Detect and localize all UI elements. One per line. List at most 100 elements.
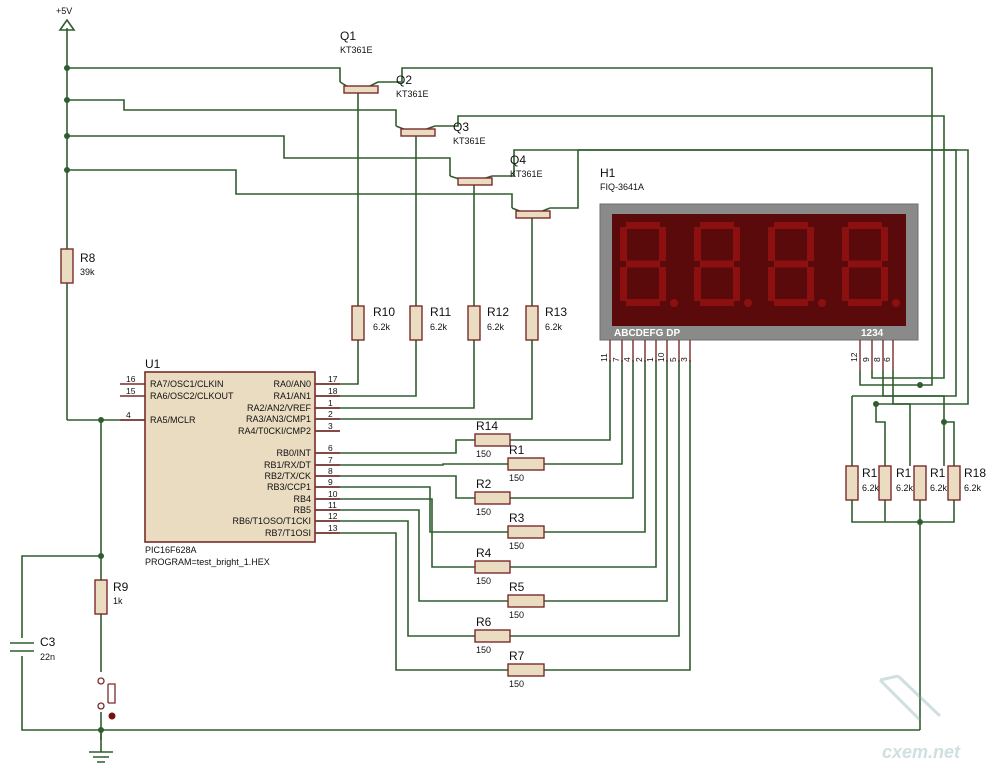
resistor-r17: R1 6.2k — [913, 465, 948, 501]
segment-d — [626, 299, 660, 306]
display-pin-number: 1 — [645, 357, 655, 362]
junctions — [64, 65, 947, 733]
display-pin-number: 12 — [849, 352, 859, 362]
svg-text:R10: R10 — [373, 305, 395, 319]
segment-f — [620, 227, 627, 261]
display-pin-number: 11 — [599, 353, 609, 362]
mcu-pin-name: RA5/MCLR — [150, 415, 196, 425]
mcu-pin-name: RA1/AN1 — [273, 391, 311, 401]
mcu-pin-name: RB3/CCP1 — [267, 482, 311, 492]
segment-g — [774, 260, 808, 268]
segment-e — [620, 267, 627, 301]
segment-dp — [892, 299, 900, 307]
mcu-ref: U1 — [145, 357, 161, 371]
svg-text:150: 150 — [476, 449, 491, 459]
watermark: cxem.net — [878, 674, 961, 762]
mcu-pin-name: RB6/T1OSO/T1CKI — [232, 516, 311, 526]
svg-text:R4: R4 — [476, 546, 492, 560]
svg-text:R8: R8 — [80, 251, 96, 265]
resistor-r15: R1 6.2k — [845, 465, 880, 501]
segment-labels: ABCDEFG DP — [614, 328, 680, 339]
segment-d — [848, 299, 882, 306]
svg-text:150: 150 — [509, 473, 524, 483]
mcu-pin-name: RA7/OSC1/CLKIN — [150, 379, 224, 389]
segment-d — [700, 299, 734, 306]
svg-text:150: 150 — [509, 541, 524, 551]
svg-text:6.2k: 6.2k — [862, 483, 880, 493]
segment-g — [700, 260, 734, 268]
mcu-pin-number: 6 — [328, 443, 333, 453]
mcu-pin-number: 9 — [328, 477, 333, 487]
segment-b — [733, 227, 740, 261]
mcu-pin-number: 13 — [328, 523, 338, 533]
resistor-r6: R6 150 — [474, 615, 511, 655]
display-pin-number: 6 — [882, 357, 892, 362]
transistor-q4: Q4 KT361E — [510, 153, 551, 219]
svg-text:150: 150 — [476, 645, 491, 655]
segment-a — [626, 222, 660, 229]
display-ref: H1 — [600, 166, 616, 180]
resistor-r13: R13 6.2k — [525, 305, 567, 341]
segment-dp — [818, 299, 826, 307]
resistor-r5: R5 150 — [507, 580, 545, 620]
power-symbol: +5V — [56, 6, 76, 31]
svg-text:6.2k: 6.2k — [964, 483, 982, 493]
segment-a — [700, 222, 734, 229]
resistor-r8: R8 39k — [60, 248, 96, 284]
svg-text:R5: R5 — [509, 580, 525, 594]
svg-text:C3: C3 — [40, 635, 56, 649]
svg-text:R1: R1 — [896, 466, 912, 480]
svg-text:6.2k: 6.2k — [930, 483, 948, 493]
mcu-pin-number: 2 — [328, 409, 333, 419]
mcu-pin-name: RB4 — [293, 494, 311, 504]
mcu-pin-number: 12 — [328, 511, 338, 521]
segment-a — [774, 222, 808, 229]
seven-segment-digit — [620, 222, 678, 307]
resistor-r7: R7 150 — [507, 649, 545, 689]
svg-text:150: 150 — [476, 576, 491, 586]
mcu-pin-name: RA4/T0CKI/CMP2 — [238, 426, 311, 436]
transistor-q2: Q2 KT361E — [395, 73, 436, 137]
display-pin-number: 2 — [634, 357, 644, 362]
q3-ref: Q3 — [453, 120, 469, 134]
display-pin-number: 3 — [679, 357, 689, 362]
reset-button — [95, 672, 116, 720]
q4-type: KT361E — [510, 169, 543, 179]
resistor-r11: R11 6.2k — [409, 305, 451, 341]
mcu-pin-name: RA2/AN2/VREF — [247, 403, 312, 413]
mcu-pin-name: RB5 — [293, 505, 311, 515]
svg-text:39k: 39k — [80, 267, 95, 277]
svg-text:R3: R3 — [509, 511, 525, 525]
svg-text:R6: R6 — [476, 615, 492, 629]
q2-type: KT361E — [396, 89, 429, 99]
mcu-pin-name: RB2/TX/CK — [264, 471, 311, 481]
segment-e — [768, 267, 775, 301]
segment-b — [659, 227, 666, 261]
resistor-r3: R3 150 — [507, 511, 545, 551]
display-pin-number: 5 — [668, 357, 678, 362]
svg-text:R2: R2 — [476, 477, 492, 491]
display-pin-number: 8 — [872, 357, 882, 362]
svg-text:R7: R7 — [509, 649, 525, 663]
segment-a — [848, 222, 882, 229]
transistor-q1: Q1 KT361E — [339, 29, 379, 94]
svg-text:6.2k: 6.2k — [487, 322, 505, 332]
seven-segment-digit — [768, 222, 826, 307]
ground-symbol — [89, 751, 113, 763]
mcu-pin-number: 11 — [328, 500, 337, 510]
svg-text:6.2k: 6.2k — [430, 322, 448, 332]
resistor-r9: R9 1k — [94, 579, 129, 615]
svg-text:6.2k: 6.2k — [896, 483, 914, 493]
segment-c — [733, 267, 740, 301]
mcu-pin-number: 10 — [328, 489, 338, 499]
svg-text:150: 150 — [509, 610, 524, 620]
mcu-pin-number: 7 — [328, 455, 333, 465]
q1-type: KT361E — [340, 45, 373, 55]
resistor-r1: R1 150 — [507, 443, 545, 483]
display-pin-number: 10 — [656, 352, 666, 362]
display-pin-number: 7 — [611, 357, 621, 362]
segment-e — [842, 267, 849, 301]
mcu-pin-number: 18 — [328, 386, 338, 396]
mcu-pin-name: RB1/RX/DT — [264, 460, 312, 470]
